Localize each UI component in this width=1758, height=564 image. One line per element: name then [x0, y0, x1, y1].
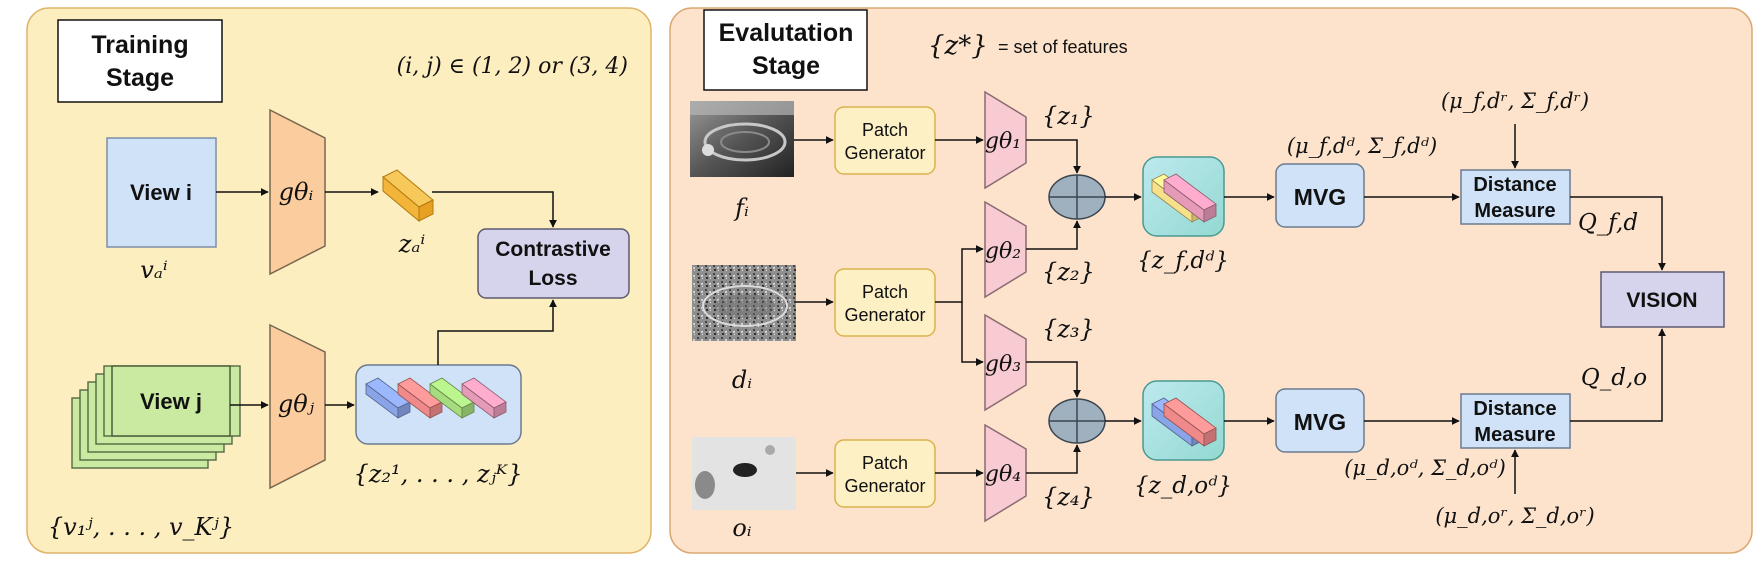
fused-feature-do-bars — [1151, 397, 1217, 447]
svg-text:Distance: Distance — [1473, 398, 1556, 420]
svg-text:Measure: Measure — [1474, 200, 1555, 222]
fused-feature-do-label: {z_d,oᵈ} — [1134, 473, 1232, 499]
features-legend-desc: = set of features — [998, 37, 1128, 57]
svg-text:Generator: Generator — [844, 476, 925, 496]
distance-measure-do-box: Distance Measure — [1460, 393, 1571, 449]
svg-text:MVG: MVG — [1294, 184, 1346, 210]
svg-text:Distance: Distance — [1473, 174, 1556, 196]
fused-do-bar-2 — [1163, 397, 1217, 447]
input-d-label: dᵢ — [732, 366, 752, 394]
svg-text:gθ₂: gθ₂ — [985, 239, 1021, 264]
encoder-g-theta-j-label: gθⱼ — [278, 390, 315, 418]
fused-feature-fd-label: {z_f,dᵈ} — [1137, 248, 1229, 274]
fused-fd-bar-2 — [1163, 173, 1217, 223]
evaluation-title-line1: Evalutation — [719, 19, 854, 47]
view-i-box — [106, 137, 217, 248]
training-arrows — [216, 188, 557, 409]
encoder-g-theta-4: gθ₄ — [984, 423, 1027, 523]
input-image-f — [690, 101, 794, 177]
params-do-label: (μ_d,oᵈ, Σ_d,oᵈ) — [1344, 456, 1506, 480]
view-j-set: {v₁ʲ, . . . , v_Kʲ} — [48, 513, 234, 541]
feature-z1-label: {z₁} — [1042, 102, 1095, 130]
feature-bar-4 — [461, 377, 507, 419]
view-i-variable: vₐⁱ — [140, 256, 168, 284]
encoder-g-theta-2: gθ₂ — [984, 200, 1027, 299]
feature-bar-2 — [397, 377, 443, 419]
svg-text:Patch: Patch — [862, 120, 908, 140]
evaluation-arrows — [794, 124, 1666, 494]
svg-text:MVG: MVG — [1294, 409, 1346, 435]
training-panel: Training Stage (i, j) ∈ (1, 2) or (3, 4)… — [26, 7, 652, 554]
view-i-label: View i — [130, 180, 192, 205]
patch-generator-f: Patch Generator — [834, 106, 936, 175]
training-title-box — [57, 19, 223, 103]
svg-text:gθ₃: gθ₃ — [985, 352, 1021, 377]
svg-text:VISION: VISION — [1626, 289, 1697, 312]
patch-generator-d: Patch Generator — [834, 268, 936, 337]
ref-params-do-label: (μ_d,oʳ, Σ_d,oʳ) — [1435, 504, 1594, 528]
vision-box: VISION — [1600, 271, 1725, 328]
input-f-label: fᵢ — [733, 194, 749, 222]
feature-z-a-i-bar — [382, 169, 434, 223]
mvg-fd-box: MVG — [1275, 163, 1365, 228]
svg-text:Patch: Patch — [862, 282, 908, 302]
q-do-label: Q_d,o — [1581, 365, 1647, 391]
evaluation-title-line2: Stage — [752, 52, 820, 80]
input-image-o — [692, 437, 796, 510]
encoder-g-theta-1: gθ₁ — [984, 90, 1027, 190]
input-o-label: oᵢ — [732, 514, 751, 542]
feature-set-label: {z₂¹, . . . , zⱼᴷ} — [354, 460, 523, 488]
encoder-g-theta-3: gθ₃ — [984, 313, 1027, 412]
svg-text:Generator: Generator — [844, 305, 925, 325]
view-j-label: View j — [140, 389, 202, 414]
feature-z4-label: {z₄} — [1042, 483, 1095, 511]
q-fd-label: Q_f,d — [1578, 210, 1638, 236]
svg-text:gθ₁: gθ₁ — [985, 129, 1021, 154]
encoder-g-theta-i — [269, 108, 326, 276]
pairing-condition: (i, j) ∈ (1, 2) or (3, 4) — [397, 54, 628, 79]
feature-set-bars — [365, 377, 507, 419]
svg-text:Measure: Measure — [1474, 424, 1555, 446]
feature-z3-label: {z₃} — [1042, 315, 1095, 343]
input-image-d — [692, 265, 796, 341]
contrastive-loss-box — [477, 228, 630, 299]
params-fd-label: (μ_f,dᵈ, Σ_f,dᵈ) — [1287, 134, 1437, 158]
training-title-line2: Stage — [106, 64, 174, 92]
ref-params-fd-label: (μ_f,dʳ, Σ_f,dʳ) — [1441, 89, 1589, 113]
evaluation-panel: Evalutation Stage {z*} = set of features… — [669, 7, 1753, 554]
encoder-g-theta-i-label: gθᵢ — [279, 178, 314, 206]
fused-feature-fd-bars — [1151, 173, 1217, 223]
features-legend-symbol: {z*} — [928, 31, 988, 61]
contrastive-loss-line2: Loss — [528, 267, 577, 290]
feature-z-a-i-label: zₐⁱ — [398, 230, 426, 258]
svg-text:Patch: Patch — [862, 453, 908, 473]
svg-text:Generator: Generator — [844, 143, 925, 163]
mvg-do-box: MVG — [1275, 388, 1365, 453]
contrastive-loss-line1: Contrastive — [495, 238, 611, 261]
svg-text:gθ₄: gθ₄ — [985, 462, 1021, 487]
evaluation-title-box — [703, 9, 868, 91]
encoder-g-theta-j — [269, 323, 326, 490]
patch-generator-o: Patch Generator — [834, 439, 936, 508]
training-title-line1: Training — [91, 31, 188, 59]
concat-do-icon — [1048, 398, 1106, 444]
distance-measure-fd-box: Distance Measure — [1460, 169, 1571, 225]
concat-fd-icon — [1048, 174, 1106, 220]
feature-z2-label: {z₂} — [1042, 258, 1095, 286]
view-j-front — [111, 365, 231, 437]
